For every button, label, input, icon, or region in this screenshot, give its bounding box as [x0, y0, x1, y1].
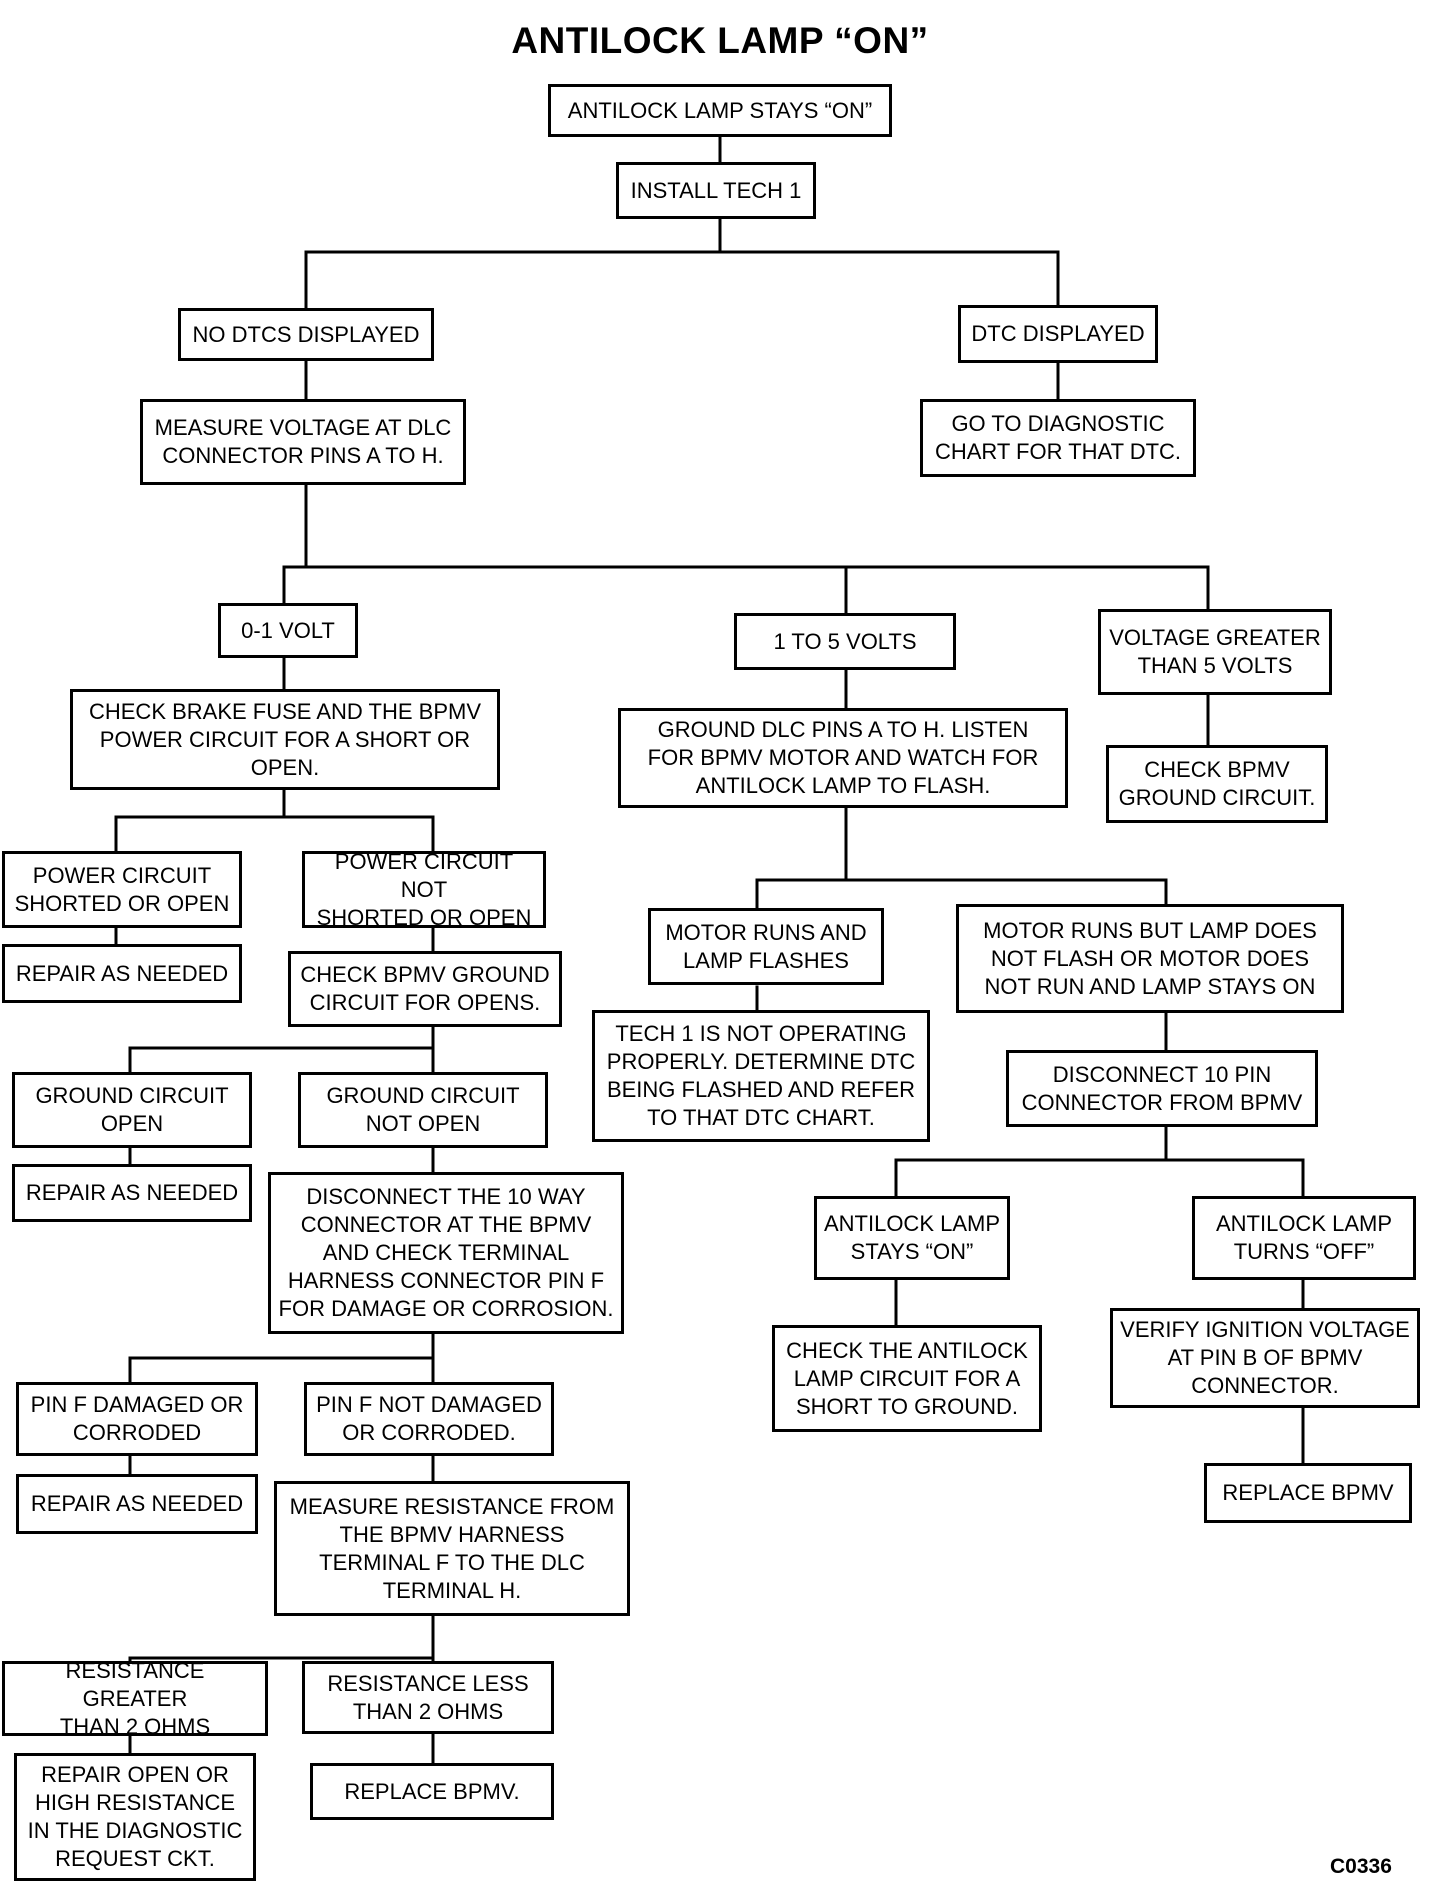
repair-as-needed-box-2: REPAIR AS NEEDED: [12, 1164, 252, 1222]
ground-circuit-not-open-box: GROUND CIRCUIT NOT OPEN: [298, 1072, 548, 1148]
pin-f-damaged-box: PIN F DAMAGED OR CORRODED: [16, 1382, 258, 1456]
figure-code: C0336: [1330, 1855, 1392, 1878]
go-to-diagnostic-box: GO TO DIAGNOSTIC CHART FOR THAT DTC.: [920, 399, 1196, 477]
replace-bpmv-box-left: REPLACE BPMV.: [310, 1763, 554, 1820]
install-tech1-box: INSTALL TECH 1: [616, 162, 816, 219]
measure-voltage-box: MEASURE VOLTAGE AT DLC CONNECTOR PINS A …: [140, 399, 466, 485]
start-box-lamp-stays-on: ANTILOCK LAMP STAYS “ON”: [548, 84, 892, 137]
dtc-displayed-box: DTC DISPLAYED: [958, 305, 1158, 363]
disconnect-10-way-box: DISCONNECT THE 10 WAY CONNECTOR AT THE B…: [268, 1172, 624, 1334]
repair-as-needed-box-1: REPAIR AS NEEDED: [2, 944, 242, 1003]
check-antilock-lamp-circuit-box: CHECK THE ANTILOCK LAMP CIRCUIT FOR A SH…: [772, 1325, 1042, 1432]
no-dtcs-box: NO DTCs DISPLAYED: [178, 308, 434, 361]
measure-resistance-box: MEASURE RESISTANCE FROM THE BPMV HARNESS…: [274, 1481, 630, 1616]
power-shorted-open-box: POWER CIRCUIT SHORTED OR OPEN: [2, 851, 242, 928]
one-to-five-volts-box: 1 TO 5 VOLTS: [734, 613, 956, 670]
ground-dlc-pins-box: GROUND DLC PINS A TO H. LISTEN FOR BPMV …: [618, 708, 1068, 808]
diagram-title: ANTILOCK LAMP “ON”: [511, 20, 929, 61]
motor-runs-lamp-flashes-box: MOTOR RUNS AND LAMP FLASHES: [648, 908, 884, 985]
zero-one-volt-box: 0-1 VOLT: [218, 603, 358, 658]
check-bpmv-ground-box: CHECK BPMV GROUND CIRCUIT.: [1106, 745, 1328, 823]
disconnect-10-pin-box: DISCONNECT 10 PIN CONNECTOR FROM BPMV: [1006, 1050, 1318, 1127]
motor-runs-lamp-not-flash-box: MOTOR RUNS BUT LAMP DOES NOT FLASH OR MO…: [956, 904, 1344, 1013]
repair-as-needed-box-3: REPAIR AS NEEDED: [16, 1474, 258, 1534]
antilock-lamp-turns-off-box: ANTILOCK LAMP TURNS “OFF”: [1192, 1196, 1416, 1280]
check-bpmv-ground-opens-box: CHECK BPMV GROUND CIRCUIT FOR OPENS.: [288, 951, 562, 1027]
resistance-less-box: RESISTANCE LESS THAN 2 OHMS: [302, 1661, 554, 1734]
replace-bpmv-box-right: REPLACE BPMV: [1204, 1463, 1412, 1523]
resistance-greater-box: RESISTANCE GREATER THAN 2 OHMS: [2, 1658, 268, 1739]
antilock-lamp-stays-on-box: ANTILOCK LAMP STAYS “ON”: [814, 1196, 1010, 1280]
ground-circuit-open-box: GROUND CIRCUIT OPEN: [12, 1072, 252, 1148]
power-not-shorted-box: POWER CIRCUIT NOT SHORTED OR OPEN: [302, 849, 546, 930]
check-brake-fuse-box: CHECK BRAKE FUSE AND THE BPMV POWER CIRC…: [70, 689, 500, 790]
verify-ignition-voltage-box: VERIFY IGNITION VOLTAGE AT PIN B OF BPMV…: [1110, 1308, 1420, 1408]
tech1-not-operating-box: TECH 1 IS NOT OPERATING PROPERLY. DETERM…: [592, 1010, 930, 1142]
pin-f-not-damaged-box: PIN F NOT DAMAGED OR CORRODED.: [304, 1382, 554, 1456]
repair-open-high-resistance-box: REPAIR OPEN OR HIGH RESISTANCE IN THE DI…: [14, 1753, 256, 1881]
greater-than-five-volts-box: VOLTAGE GREATER THAN 5 VOLTS: [1098, 609, 1332, 695]
